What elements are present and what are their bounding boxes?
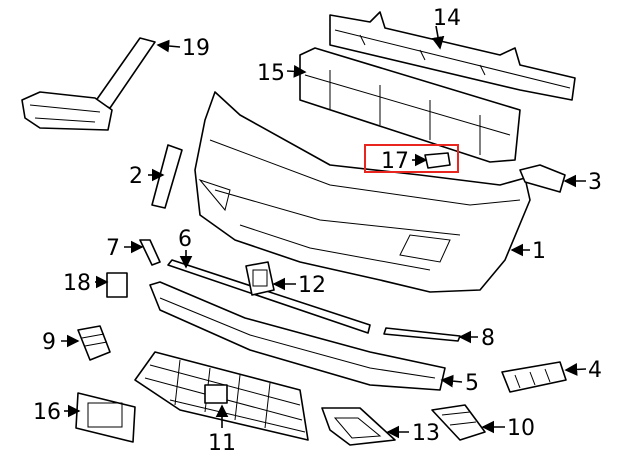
callout-3[interactable]: 3 — [588, 170, 602, 195]
part-16-license-bracket[interactable] — [75, 392, 136, 443]
callout-13[interactable]: 13 — [412, 421, 440, 446]
callout-7[interactable]: 7 — [106, 236, 120, 261]
part-4-bracket[interactable] — [501, 361, 567, 393]
callout-19[interactable]: 19 — [182, 36, 210, 61]
part-17-bracket[interactable] — [364, 144, 459, 173]
callout-14[interactable]: 14 — [433, 6, 461, 31]
callout-15[interactable]: 15 — [257, 61, 285, 86]
callout-12[interactable]: 12 — [298, 273, 326, 298]
part-2-bracket[interactable] — [151, 144, 183, 209]
part-7-clip[interactable] — [139, 239, 161, 266]
callout-18[interactable]: 18 — [63, 271, 91, 296]
leader-arrows — [61, 25, 587, 439]
callout-6[interactable]: 6 — [178, 227, 192, 252]
part-15-energy-absorber[interactable] — [299, 47, 521, 163]
part-8-molding[interactable] — [383, 327, 461, 342]
callout-17[interactable]: 17 — [381, 149, 409, 174]
part-11-grille[interactable] — [134, 351, 309, 441]
highlight-box — [364, 144, 459, 173]
callout-16[interactable]: 16 — [33, 400, 61, 425]
callout-5[interactable]: 5 — [465, 371, 479, 396]
part-14-reinforcement-beam[interactable] — [329, 11, 576, 101]
part-18-bracket[interactable] — [106, 272, 128, 298]
part-9-grille[interactable] — [77, 325, 111, 361]
part-3-bracket[interactable] — [519, 164, 566, 193]
callout-1[interactable]: 1 — [532, 239, 546, 264]
part-12-bezel[interactable] — [245, 261, 275, 296]
callout-11[interactable]: 11 — [208, 431, 236, 456]
part-6-molding[interactable] — [167, 259, 371, 334]
callout-9[interactable]: 9 — [42, 330, 56, 355]
callout-4[interactable]: 4 — [588, 358, 602, 383]
callout-2[interactable]: 2 — [129, 164, 143, 189]
part-13-bezel[interactable] — [321, 407, 396, 446]
callout-8[interactable]: 8 — [481, 326, 495, 351]
callout-10[interactable]: 10 — [507, 416, 535, 441]
part-19-tow-hook[interactable] — [21, 37, 156, 131]
